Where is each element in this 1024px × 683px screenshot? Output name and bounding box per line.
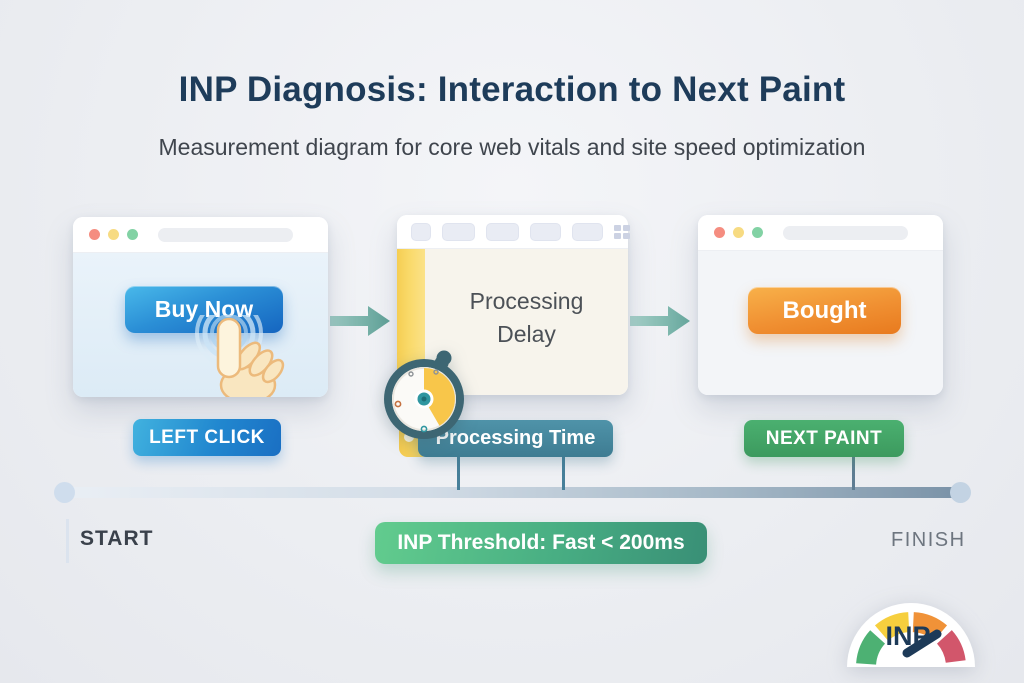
- next-paint-badge: NEXT PAINT: [744, 420, 904, 457]
- inp-gauge-icon: INP: [847, 603, 975, 667]
- flow-arrow-icon: [630, 306, 690, 336]
- left-click-badge: LEFT CLICK: [133, 419, 281, 456]
- address-bar: [783, 225, 908, 240]
- browser-chrome: [73, 217, 328, 253]
- bought-button: Bought: [748, 287, 901, 334]
- window-control-yellow-icon: [733, 227, 744, 238]
- browser-window-next-paint: Bought: [698, 215, 943, 395]
- inp-threshold-badge: INP Threshold: Fast < 200ms: [375, 522, 707, 564]
- timeline-tick: [562, 457, 565, 490]
- timeline-start-dot: [54, 482, 75, 503]
- toolbar-pill: [530, 222, 561, 241]
- browser-body: Buy Now: [73, 253, 328, 397]
- flow-arrow-icon: [330, 306, 390, 336]
- browser-body: Bought: [698, 251, 943, 395]
- timeline-tick: [457, 457, 460, 490]
- start-label: START: [80, 527, 154, 550]
- browser-chrome: [698, 215, 943, 251]
- timeline-end-dot: [950, 482, 971, 503]
- window-control-green-icon: [127, 229, 138, 240]
- toolbar-pill: [572, 222, 603, 241]
- window-control-yellow-icon: [108, 229, 119, 240]
- window-control-red-icon: [714, 227, 725, 238]
- timeline-bar: [58, 487, 956, 498]
- apps-grid-icon: [614, 224, 630, 239]
- processing-delay-text: Processing Delay: [469, 288, 584, 348]
- browser-chrome: [397, 215, 630, 249]
- toolbar-pill: [411, 222, 431, 241]
- page-subtitle: Measurement diagram for core web vitals …: [158, 134, 866, 160]
- page-title: INP Diagnosis: Interaction to Next Paint: [178, 70, 846, 109]
- start-marker-line: [66, 519, 69, 563]
- stopwatch-icon: [384, 350, 464, 439]
- address-bar: [158, 227, 293, 242]
- toolbar-pill: [486, 222, 519, 241]
- timeline-tick: [852, 457, 855, 490]
- browser-window-processing: Processing Delay: [397, 215, 630, 395]
- finish-label: FINISH: [891, 529, 966, 551]
- toolbar-pill: [442, 222, 475, 241]
- browser-window-interaction: Buy Now: [73, 217, 328, 397]
- window-control-green-icon: [752, 227, 763, 238]
- window-control-red-icon: [89, 229, 100, 240]
- tap-hand-cursor-icon: [195, 315, 285, 397]
- browser-body: Processing Delay: [397, 249, 628, 395]
